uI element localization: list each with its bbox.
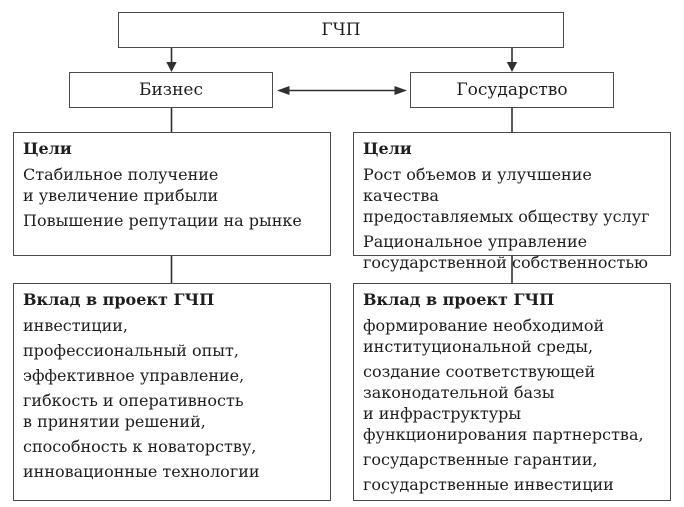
goal-item: Рациональное управление государственной …: [363, 232, 648, 272]
node-state: Государство: [410, 72, 614, 108]
contribution-item: профессиональный опыт,: [23, 341, 239, 360]
panel-state-goals-title: Цели: [363, 139, 412, 158]
contribution-item: инвестиции,: [23, 316, 128, 335]
panel-business-goals: Цели Стабильное получение и увеличение п…: [13, 132, 331, 256]
contribution-item: инновационные технологии: [23, 462, 260, 481]
goal-item: Рост объемов и улучшение качества предос…: [363, 165, 650, 226]
contribution-item: государственные гарантии,: [363, 450, 598, 469]
contribution-item: формирование необходимой институциональн…: [363, 316, 605, 356]
contribution-item: способность к новаторству,: [23, 437, 257, 456]
node-gchp: ГЧП: [118, 12, 564, 48]
panel-state-contribution-title: Вклад в проект ГЧП: [363, 290, 555, 309]
goal-item: Повышение репутации на рынке: [23, 211, 302, 230]
node-business-label: Бизнес: [138, 80, 203, 100]
goal-item: Стабильное получение и увеличение прибыл…: [23, 165, 219, 205]
panel-state-contribution: Вклад в проект ГЧП формирование необходи…: [353, 283, 671, 501]
node-state-label: Государство: [456, 80, 568, 100]
contribution-item: создание соответствующей законодательной…: [363, 362, 644, 444]
arrow-root-to-state: [506, 48, 518, 72]
panel-state-goals: Цели Рост объемов и улучшение качества п…: [353, 132, 671, 272]
contribution-item: государственные инвестиции: [363, 475, 614, 494]
panel-business-contribution-title: Вклад в проект ГЧП: [23, 290, 215, 309]
arrow-business-state-bidirectional: [277, 86, 407, 95]
panel-business-contribution: Вклад в проект ГЧП инвестиции, профессио…: [13, 283, 331, 501]
panel-business-goals-title: Цели: [23, 139, 72, 158]
node-business: Бизнес: [69, 72, 273, 108]
contribution-item: гибкость и оперативность в принятии реше…: [23, 391, 244, 431]
node-gchp-label: ГЧП: [321, 20, 361, 40]
contribution-item: эффективное управление,: [23, 366, 245, 385]
arrow-root-to-business: [166, 48, 177, 72]
